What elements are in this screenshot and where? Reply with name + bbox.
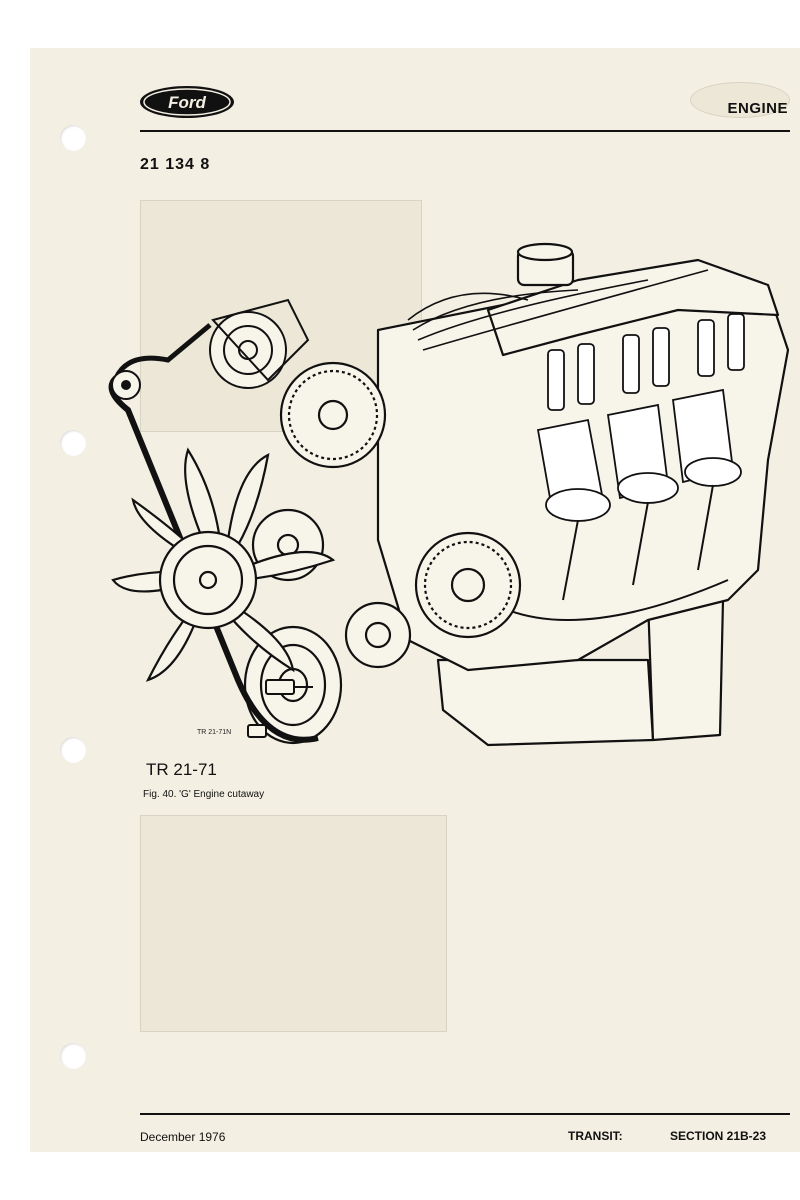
footer-date: December 1976 (140, 1130, 226, 1144)
figure-code: TR 21-71 (146, 760, 217, 779)
bleed-through-photo (140, 815, 447, 1032)
binder-hole (60, 430, 86, 456)
figure-caption: Fig. 40. 'G' Engine cutaway (143, 789, 265, 800)
binder-hole (60, 737, 86, 763)
footer-section: SECTION 21B-23 (670, 1129, 767, 1143)
binder-hole (60, 1043, 86, 1069)
header-rule (140, 130, 790, 132)
svg-text:Ford: Ford (168, 93, 206, 112)
ford-logo: Ford (140, 86, 234, 118)
bleed-through-logo (690, 82, 790, 118)
reference-number: 21 134 8 (140, 156, 211, 173)
drawing-code: TR 21-71N (197, 729, 232, 736)
section-title: ENGINE (727, 100, 788, 117)
footer-model: TRANSIT: (568, 1129, 623, 1143)
engine-cutaway-illustration (108, 242, 790, 747)
binder-hole (60, 125, 86, 151)
footer-rule (140, 1113, 790, 1115)
